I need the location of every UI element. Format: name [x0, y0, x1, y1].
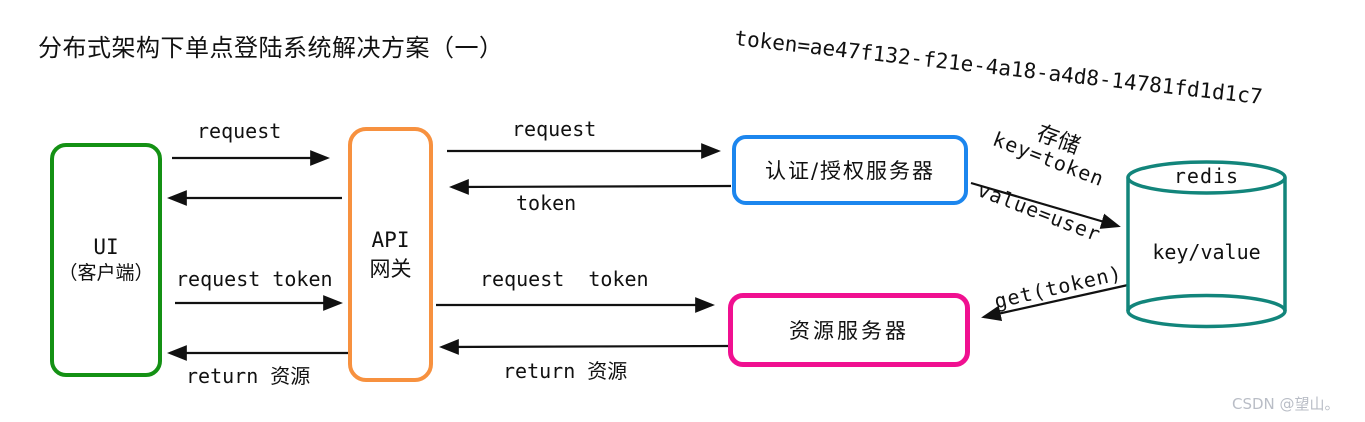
api-gateway-title: API [371, 228, 410, 253]
ui-client-subtitle: （客户端） [58, 262, 154, 285]
edge-label-auth-gateway-token: token [516, 191, 577, 215]
edge-label-gateway-resource-request-token: request token [480, 267, 649, 291]
arrow-auth-to-redis-store [970, 181, 1121, 229]
edge-label-ui-gateway-request: request [197, 119, 282, 143]
node-api-gateway: API 网关 [348, 127, 433, 382]
edge-label-gateway-auth-request: request [512, 117, 597, 141]
node-auth-server: 认证/授权服务器 [732, 135, 968, 205]
edge-label-resource-gateway-return: return 资源 [503, 359, 628, 383]
api-gateway-subtitle: 网关 [369, 256, 412, 281]
redis-name-label: redis [1173, 164, 1240, 188]
csdn-watermark: CSDN @望山。 [1232, 395, 1340, 413]
diagram-title: 分布式架构下单点登陆系统解决方案（一） [38, 34, 504, 62]
arrow-resource-to-gateway-return [439, 339, 729, 355]
ui-client-title: UI [93, 235, 119, 259]
edge-label-gateway-ui-return: return 资源 [186, 364, 311, 388]
redis-cylinder [1126, 160, 1287, 329]
edge-label-ui-gateway-request-token: request token [176, 267, 333, 291]
resource-server-label: 资源服务器 [789, 319, 909, 343]
redis-keyvalue-label: key/value [1152, 240, 1261, 264]
arrow-redis-to-resource-get [981, 283, 1129, 322]
node-ui-client: UI （客户端） [50, 143, 162, 377]
auth-server-label: 认证/授权服务器 [764, 159, 936, 183]
arrow-auth-to-gateway-token [449, 179, 732, 195]
node-resource-server: 资源服务器 [728, 293, 970, 367]
